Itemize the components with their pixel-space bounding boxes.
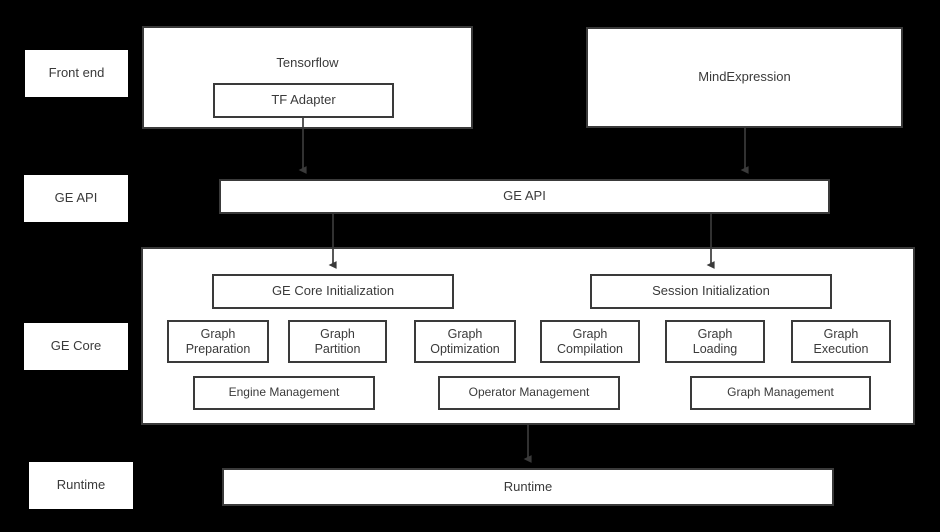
ge-api-bar-label: GE API	[503, 188, 546, 204]
module-box-graph-compilation[interactable]: Graph Compilation	[540, 320, 640, 363]
tf-adapter-label: TF Adapter	[271, 92, 336, 108]
frontend-mindexpression-box[interactable]: MindExpression	[586, 27, 903, 128]
module-label-graph-preparation: Graph Preparation	[185, 327, 251, 356]
module-box-graph-partition[interactable]: Graph Partition	[288, 320, 387, 363]
session-initialization-box[interactable]: Session Initialization	[590, 274, 832, 309]
management-box-graph-management[interactable]: Graph Management	[690, 376, 871, 410]
layer-label-runtime-text: Runtime	[56, 477, 106, 493]
module-label-graph-execution: Graph Execution	[813, 327, 869, 356]
layer-label-front-end-text: Front end	[48, 65, 105, 81]
layer-label-ge-api: GE API	[24, 175, 128, 222]
module-label-graph-partition: Graph Partition	[314, 327, 361, 356]
management-box-engine-management[interactable]: Engine Management	[193, 376, 375, 410]
ge-core-initialization-label: GE Core Initialization	[271, 283, 395, 299]
runtime-bar[interactable]: Runtime	[222, 468, 834, 506]
module-box-graph-optimization[interactable]: Graph Optimization	[414, 320, 516, 363]
session-initialization-label: Session Initialization	[652, 283, 770, 299]
tensorflow-label: Tensorflow	[276, 55, 339, 70]
frontend-tensorflow-container[interactable]: Tensorflow TF Adapter	[142, 26, 473, 129]
layer-label-runtime: Runtime	[29, 462, 133, 509]
layer-label-ge-core: GE Core	[24, 323, 128, 370]
module-box-graph-loading[interactable]: Graph Loading	[665, 320, 765, 363]
tf-adapter-box[interactable]: TF Adapter	[213, 83, 394, 118]
layer-label-ge-api-text: GE API	[54, 190, 98, 206]
ge-api-bar[interactable]: GE API	[219, 179, 830, 214]
management-label-operator-management: Operator Management	[468, 385, 590, 400]
management-label-engine-management: Engine Management	[228, 385, 340, 400]
module-label-graph-loading: Graph Loading	[692, 327, 738, 356]
runtime-bar-label: Runtime	[503, 478, 553, 494]
layer-label-front-end: Front end	[25, 50, 128, 97]
module-box-graph-preparation[interactable]: Graph Preparation	[167, 320, 269, 363]
module-box-graph-execution[interactable]: Graph Execution	[791, 320, 891, 363]
layer-label-ge-core-text: GE Core	[50, 338, 102, 354]
ge-core-initialization-box[interactable]: GE Core Initialization	[212, 274, 454, 309]
management-box-operator-management[interactable]: Operator Management	[438, 376, 620, 410]
module-label-graph-optimization: Graph Optimization	[430, 327, 500, 356]
module-label-graph-compilation: Graph Compilation	[556, 327, 623, 356]
management-label-graph-management: Graph Management	[727, 385, 834, 400]
mindexpression-label: MindExpression	[698, 69, 791, 85]
